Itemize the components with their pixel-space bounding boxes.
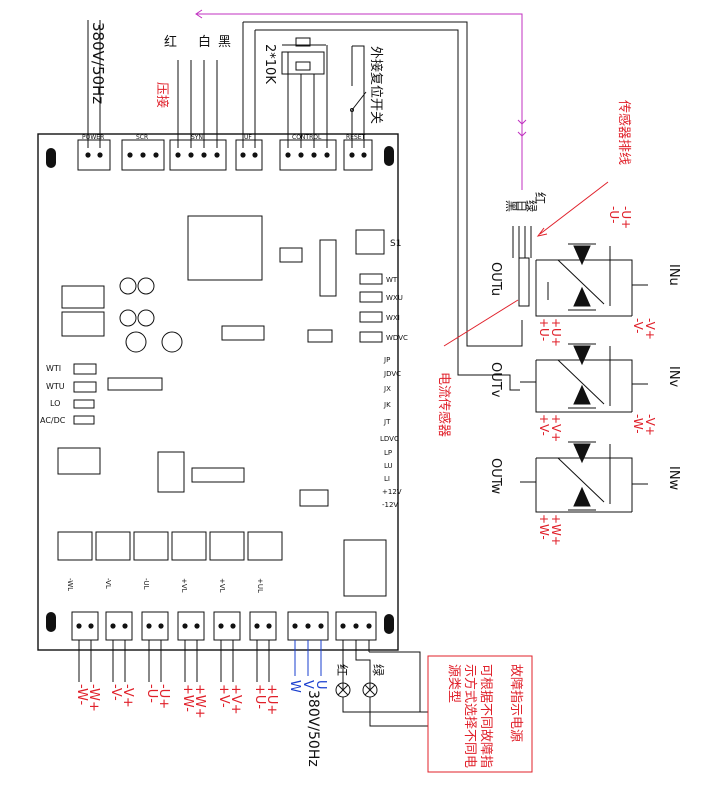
sensor-cable-route: [195, 9, 527, 190]
out-v-label: OUTv: [488, 362, 503, 398]
pulse-label-pw2: +W-: [180, 684, 195, 712]
relay-label-6: +UL: [256, 578, 264, 593]
phase-u: U: [313, 680, 328, 690]
conn-jt: JT: [383, 418, 391, 426]
sensor-wire-red: 红: [533, 192, 548, 204]
pulse-label-w2: -W-: [74, 684, 89, 705]
s1-label: S1: [390, 239, 401, 249]
in-u-label: INu: [666, 264, 681, 286]
fault-line-2: 示方式选择不同电: [462, 664, 478, 768]
bottom-connectors: [71, 611, 428, 727]
u-left-bot: -U-: [607, 206, 621, 223]
v-bot: -W-: [631, 414, 645, 434]
led-ldvc: LDVC: [380, 435, 399, 443]
fault-line-3: 源类型: [446, 664, 461, 703]
pulse-label-pv1: +V+: [228, 684, 243, 715]
u-side-bot: -V-: [631, 318, 645, 333]
conn-wxu: WXU: [386, 294, 403, 302]
sensor-wire-black: 黑: [504, 200, 518, 212]
relay-label-2: -VL: [104, 578, 112, 589]
pulse-label-pu2: +U-: [252, 684, 267, 709]
board-label-lo: LO: [50, 399, 60, 408]
power-module-v: [520, 343, 648, 413]
v-right-bot: +V-: [537, 414, 551, 436]
current-sensor-label: 电流传感器: [436, 372, 452, 437]
fault-title: 故障指示电源: [508, 664, 523, 742]
pulse-label-u2: -U-: [144, 684, 159, 703]
pulse-label-w1: -W+: [86, 684, 101, 712]
header-label-control: CONTROL: [292, 134, 322, 141]
relay-label-3: -UL: [142, 578, 150, 590]
relay-label-4: +VL: [180, 578, 188, 593]
top-supply-label: 380V/50Hz: [89, 22, 107, 104]
led-n12v: -12V: [382, 501, 398, 509]
pulse-label-v1: -V+: [120, 684, 135, 708]
led-lu: LU: [384, 462, 393, 470]
sensor-wire-white: 白: [515, 200, 530, 212]
pot-label: 2*10K: [262, 44, 277, 84]
wire-label-black: 黑: [218, 35, 231, 50]
header-label-uf: UF: [244, 134, 252, 141]
header-label-power: POWER: [82, 134, 104, 141]
lamp-label-green: 绿: [371, 664, 386, 676]
control-board: [37, 133, 399, 651]
wire-label-red: 红: [164, 34, 177, 50]
conn-jp: JP: [383, 356, 390, 364]
conn-jk: JK: [383, 401, 391, 409]
power-module-w: [520, 441, 648, 513]
fault-power-box: [427, 655, 533, 773]
board-label-acdc: AC/DC: [40, 416, 66, 425]
wire-label-white: 白: [198, 34, 211, 50]
u-left-top: -U+: [619, 206, 633, 229]
conn-wxi: WXI: [386, 314, 400, 322]
pulse-label-pw1: +W+: [192, 684, 207, 719]
header-label-scr: SCR: [136, 134, 148, 141]
conn-jx: JX: [383, 385, 391, 393]
v-top: -V+: [643, 414, 657, 436]
u-right-top: +U+: [549, 318, 563, 347]
phase-supply-label: 380V/50Hz: [305, 690, 321, 767]
in-w-label: INw: [666, 466, 681, 491]
reset-switch-label: 外接复位开关: [368, 46, 384, 124]
board-label-wti: WTI: [46, 364, 61, 373]
phase-w: W: [287, 680, 302, 693]
top-connectors: [77, 139, 373, 171]
w-right-top: +W+: [549, 514, 563, 546]
crimp-label: 压接: [154, 82, 170, 108]
board-label-wtu: WTU: [46, 382, 65, 391]
led-p12v: +12V: [382, 488, 402, 496]
led-li: LI: [384, 475, 390, 483]
in-v-label: INv: [666, 366, 681, 388]
lamp-label-red: 红: [335, 664, 350, 676]
phase-v: V: [300, 680, 315, 689]
sensor-wire-green: 绿: [524, 200, 539, 212]
led-lp: LP: [384, 449, 392, 457]
v-right-top: +V+: [549, 414, 563, 442]
header-label-reset: RESET: [346, 134, 366, 141]
pulse-label-pu1: +U+: [264, 684, 279, 715]
fault-line-1: 可根据不同故障指: [478, 664, 493, 768]
w-right-bot: +W-: [537, 514, 551, 540]
board-components: [57, 215, 387, 597]
u-side-top: -V+: [643, 318, 657, 340]
pulse-label-v2: -V-: [108, 684, 123, 701]
pulse-label-pv2: +V-: [216, 684, 231, 708]
out-w-label: OUTw: [488, 458, 503, 495]
sensor-cable-label: 传感器排线: [616, 100, 632, 165]
mounting-holes: [46, 146, 394, 634]
conn-wdvc: WDVC: [386, 334, 408, 342]
out-u-label: OUTu: [488, 262, 503, 296]
conn-wt: WT: [386, 276, 398, 284]
pulse-label-u1: -U+: [156, 684, 171, 709]
relay-label-1: -WL: [66, 578, 74, 591]
relay-label-5: +VL: [218, 578, 226, 593]
conn-jdvc: JDVC: [383, 370, 401, 378]
top-wires: [87, 20, 473, 376]
u-right-bot: +U-: [537, 318, 551, 341]
header-label-syn: SYN: [191, 134, 203, 141]
power-module-u: [512, 226, 648, 317]
